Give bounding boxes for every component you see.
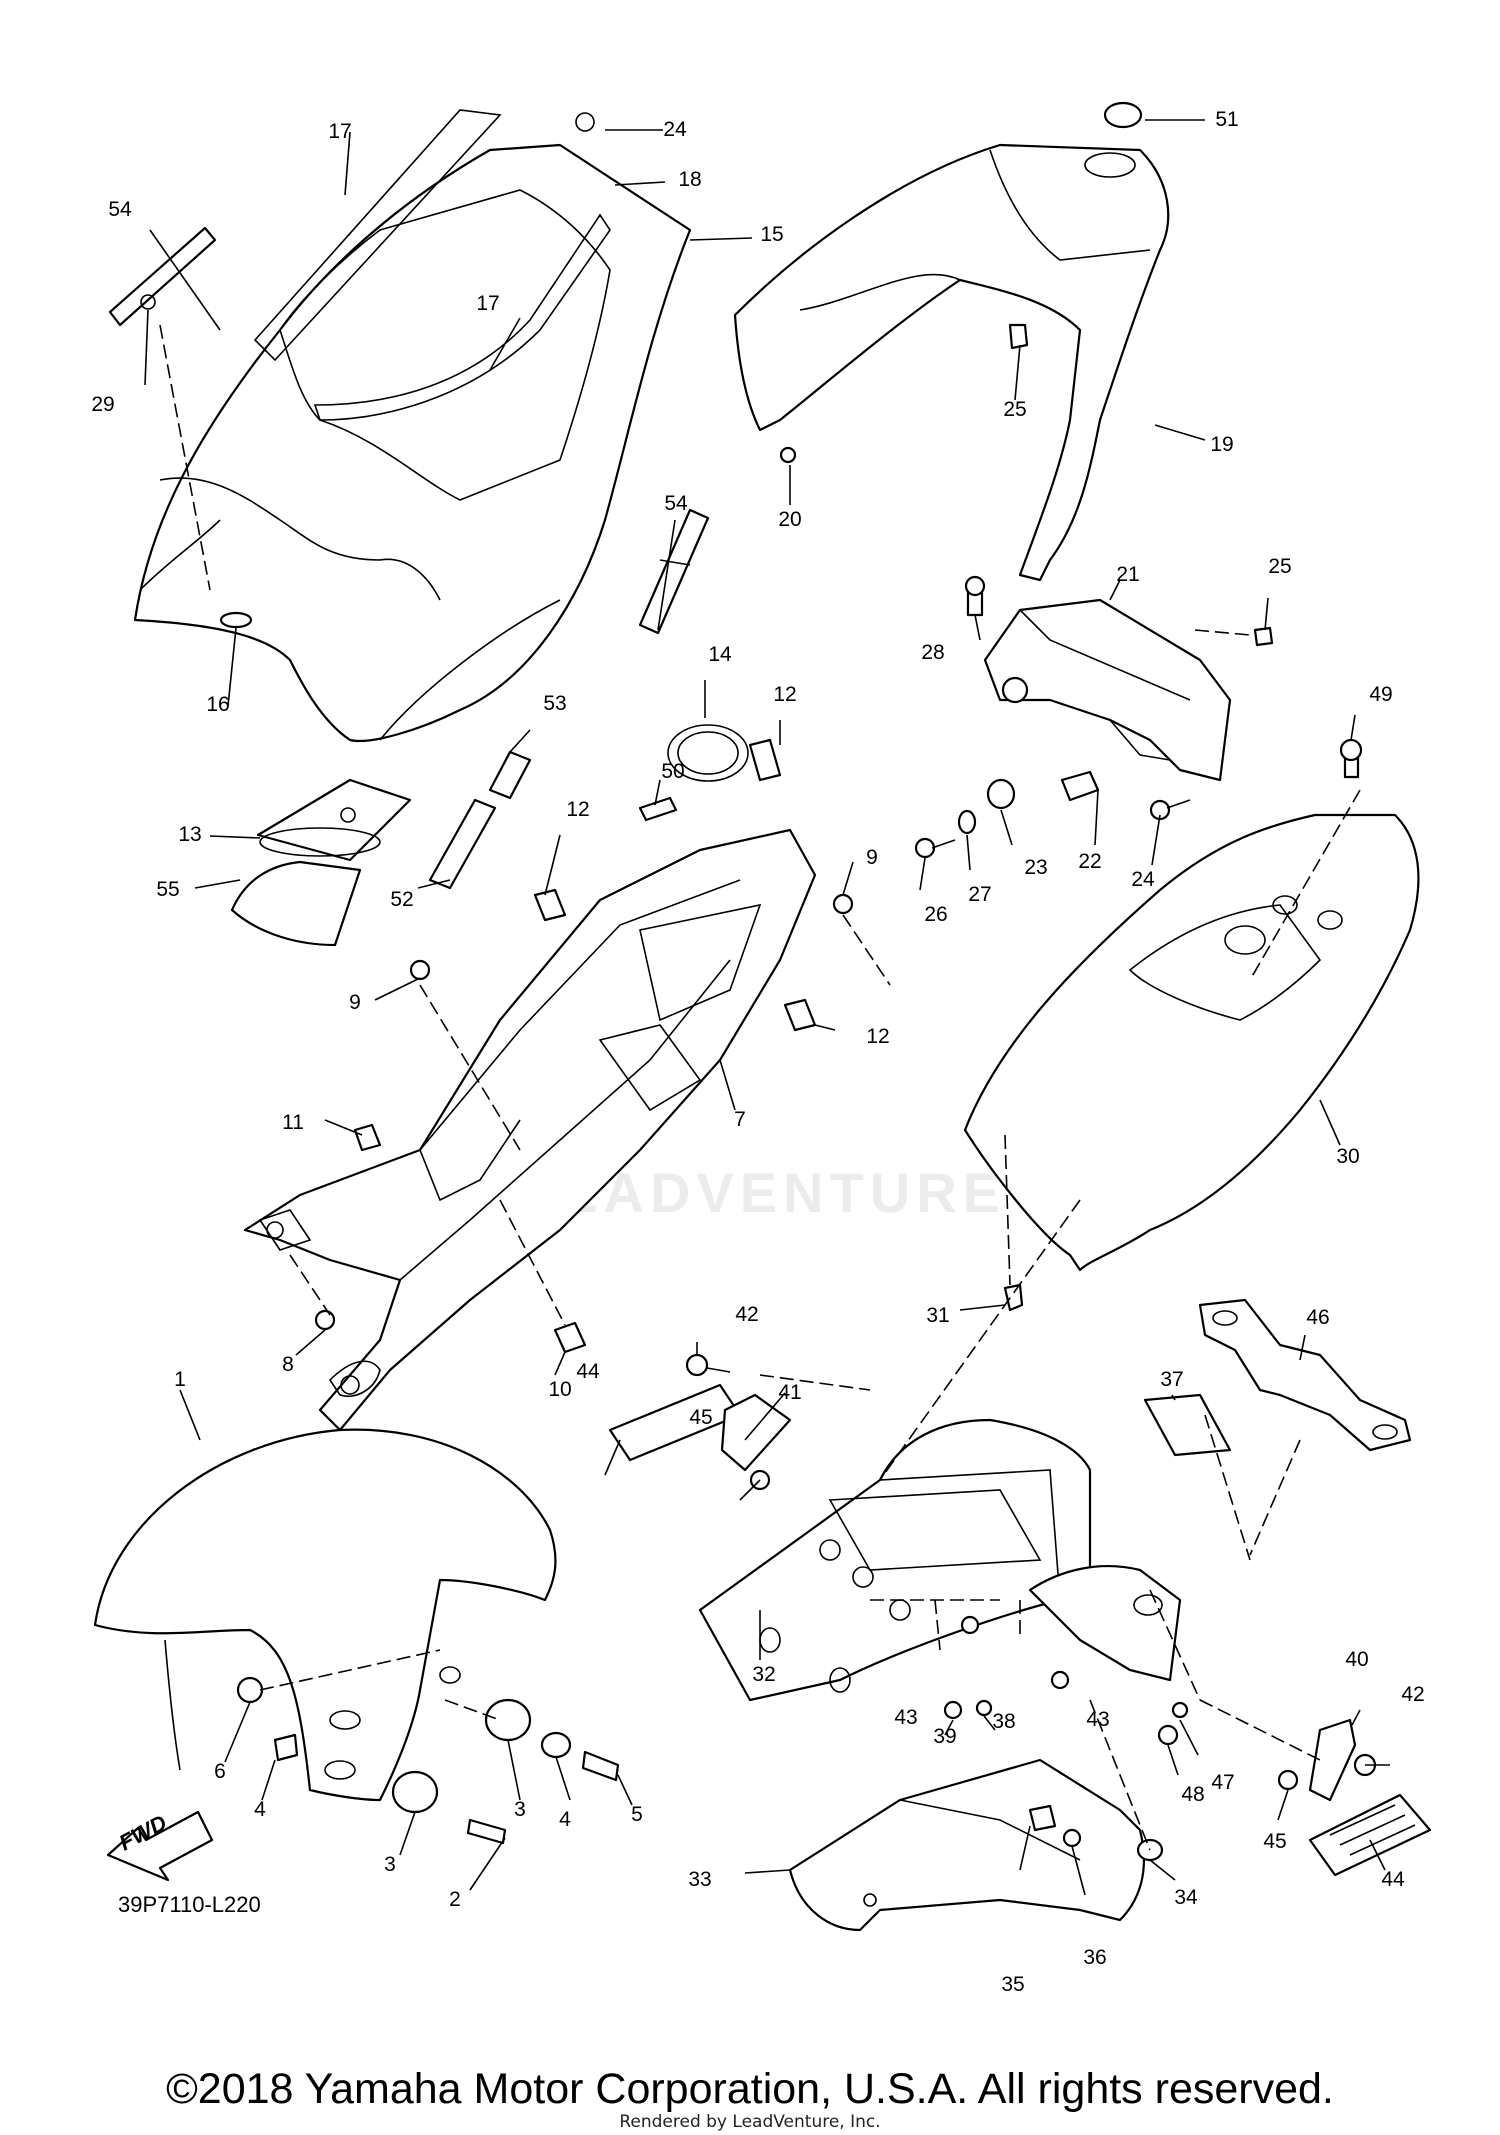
- callout-part-50[interactable]: 50: [661, 760, 685, 783]
- callout-part-48[interactable]: 48: [1181, 1783, 1205, 1806]
- callout-part-20[interactable]: 20: [778, 508, 802, 531]
- callout-part-24b[interactable]: 24: [1131, 868, 1155, 891]
- callout-part-47[interactable]: 47: [1211, 1771, 1235, 1794]
- callout-part-45b[interactable]: 45: [1263, 1830, 1287, 1853]
- rear-fender-frame-drawing: [230, 724, 854, 1432]
- callout-part-17a[interactable]: 17: [328, 120, 352, 143]
- bracket-assembly-drawing: [914, 575, 1363, 859]
- callout-part-54b[interactable]: 54: [664, 492, 688, 515]
- callout-part-1[interactable]: 1: [174, 1368, 186, 1391]
- callout-part-2[interactable]: 2: [449, 1888, 461, 1911]
- callout-part-14[interactable]: 14: [708, 643, 732, 666]
- callout-part-46[interactable]: 46: [1306, 1306, 1330, 1329]
- callout-part-34[interactable]: 34: [1174, 1886, 1198, 1909]
- callout-part-43b[interactable]: 43: [1086, 1708, 1110, 1731]
- callout-part-54a[interactable]: 54: [108, 198, 132, 221]
- callout-part-22[interactable]: 22: [1078, 850, 1102, 873]
- copyright-notice: ©2018 Yamaha Motor Corporation, U.S.A. A…: [166, 2065, 1334, 2113]
- front-fender-drawing: [93, 1428, 620, 1882]
- assembly-dash-lines: [159, 324, 1361, 1851]
- callout-part-25b[interactable]: 25: [1268, 555, 1292, 578]
- tail-underside-cover-drawing: [963, 813, 1420, 1312]
- callout-part-5[interactable]: 5: [631, 1803, 643, 1826]
- callout-part-42a[interactable]: 42: [735, 1303, 759, 1326]
- callout-part-51[interactable]: 51: [1215, 108, 1239, 131]
- callout-part-52[interactable]: 52: [390, 888, 414, 911]
- callout-part-43a[interactable]: 43: [894, 1706, 918, 1729]
- seat-cowl-drawing: [108, 109, 710, 742]
- callout-part-12b[interactable]: 12: [773, 683, 797, 706]
- callout-part-15[interactable]: 15: [760, 223, 784, 246]
- tail-cover-drawing: [733, 101, 1170, 582]
- callout-part-25a[interactable]: 25: [1003, 398, 1027, 421]
- callout-part-10[interactable]: 10: [548, 1378, 572, 1401]
- callout-part-12a[interactable]: 12: [566, 798, 590, 821]
- callout-part-16[interactable]: 16: [206, 693, 230, 716]
- callout-part-6[interactable]: 6: [214, 1760, 226, 1783]
- callout-part-9a[interactable]: 9: [349, 991, 361, 1014]
- callout-part-3a[interactable]: 3: [514, 1798, 526, 1821]
- callout-part-45a[interactable]: 45: [689, 1406, 713, 1429]
- callout-part-44b[interactable]: 44: [1381, 1868, 1405, 1891]
- callout-part-24a[interactable]: 24: [663, 118, 687, 141]
- callout-part-19[interactable]: 19: [1210, 433, 1234, 456]
- callout-part-30[interactable]: 30: [1336, 1145, 1360, 1168]
- callout-part-49[interactable]: 49: [1369, 683, 1393, 706]
- leader-lines: [144, 119, 1390, 1896]
- callout-part-41[interactable]: 41: [778, 1381, 802, 1404]
- diagram-code: 39P7110-L220: [118, 1892, 261, 1917]
- callout-part-55[interactable]: 55: [156, 878, 180, 901]
- callout-part-42b[interactable]: 42: [1401, 1683, 1425, 1706]
- callout-part-7[interactable]: 7: [734, 1108, 746, 1131]
- callout-part-18[interactable]: 18: [678, 168, 702, 191]
- callout-part-27[interactable]: 27: [968, 883, 992, 906]
- callout-part-31[interactable]: 31: [926, 1304, 950, 1327]
- callout-part-40[interactable]: 40: [1345, 1648, 1369, 1671]
- callout-part-3b[interactable]: 3: [384, 1853, 396, 1876]
- rendered-by-notice: Rendered by LeadVenture, Inc.: [619, 2112, 881, 2132]
- callout-part-21[interactable]: 21: [1116, 563, 1140, 586]
- callout-part-53[interactable]: 53: [543, 692, 567, 715]
- callout-part-28[interactable]: 28: [921, 641, 945, 664]
- rear-mudguard-drawing: [608, 1298, 1432, 1932]
- callout-part-4b[interactable]: 4: [559, 1808, 571, 1831]
- callout-part-33[interactable]: 33: [688, 1868, 712, 1891]
- callout-part-11[interactable]: 11: [282, 1111, 304, 1134]
- callout-part-23[interactable]: 23: [1024, 856, 1048, 879]
- callout-part-12c[interactable]: 12: [866, 1025, 890, 1048]
- callout-part-17b[interactable]: 17: [476, 292, 500, 315]
- callout-part-4a[interactable]: 4: [254, 1798, 266, 1821]
- callout-part-44a[interactable]: 44: [576, 1360, 600, 1383]
- callout-part-37[interactable]: 37: [1160, 1368, 1184, 1391]
- callout-part-36[interactable]: 36: [1083, 1946, 1107, 1969]
- callout-part-13[interactable]: 13: [178, 823, 202, 846]
- callout-part-29[interactable]: 29: [91, 393, 115, 416]
- callout-part-35[interactable]: 35: [1001, 1973, 1025, 1996]
- callout-part-39[interactable]: 39: [933, 1725, 957, 1748]
- callout-part-38[interactable]: 38: [992, 1710, 1016, 1733]
- callout-part-32[interactable]: 32: [752, 1663, 776, 1686]
- callout-part-9b[interactable]: 9: [866, 846, 878, 869]
- callout-part-8[interactable]: 8: [282, 1353, 294, 1376]
- callout-part-26[interactable]: 26: [924, 903, 948, 926]
